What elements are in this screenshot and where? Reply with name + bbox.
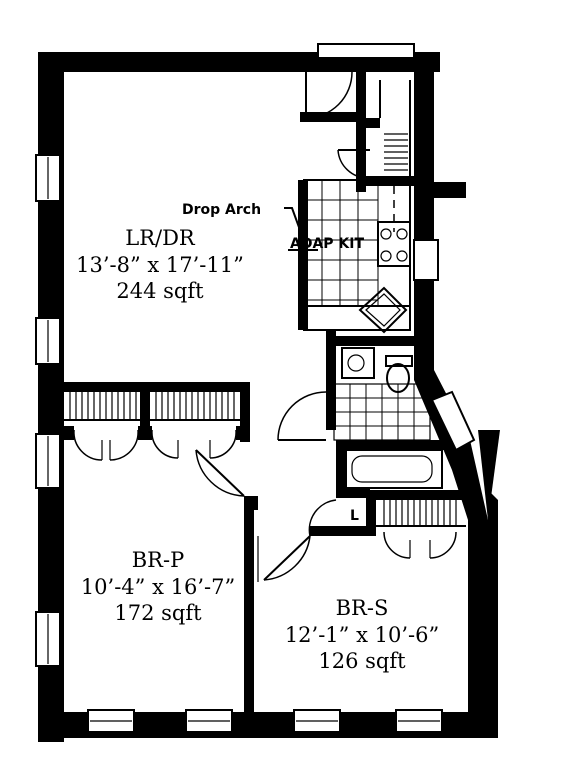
drop-arch-leader (284, 207, 301, 231)
room-br-p-area: 172 sqft (114, 601, 202, 625)
room-br-s-name: BR-S (336, 596, 389, 620)
kitchen-label: ADAP KIT (290, 236, 364, 252)
doors (73, 71, 457, 582)
room-br-s-area: 126 sqft (318, 649, 406, 673)
room-lr-dr-dims: 13’-8” x 17’-11” (76, 253, 244, 277)
linen-closet-label: L (350, 508, 359, 524)
bathroom (333, 347, 443, 489)
kitchen (303, 179, 411, 334)
room-labels: LR/DR 13’-8” x 17’-11” 244 sqft BR-P 10’… (76, 202, 439, 673)
room-lr-dr-area: 244 sqft (116, 279, 204, 303)
room-br-p-name: BR-P (132, 548, 184, 572)
room-lr-dr-name: LR/DR (125, 226, 196, 250)
toilet-icon (385, 355, 413, 393)
room-br-s-dims: 12’-1” x 10’-6” (285, 623, 439, 647)
stove-icon (377, 221, 411, 267)
lavatory-icon (341, 347, 375, 379)
service-closet (379, 80, 411, 176)
drop-arch-label: Drop Arch (182, 202, 261, 218)
sink-icon (358, 286, 408, 334)
room-br-p-dims: 10’-4” x 16’-7” (81, 575, 235, 599)
windows (35, 43, 476, 733)
bathtub-icon (345, 449, 443, 489)
